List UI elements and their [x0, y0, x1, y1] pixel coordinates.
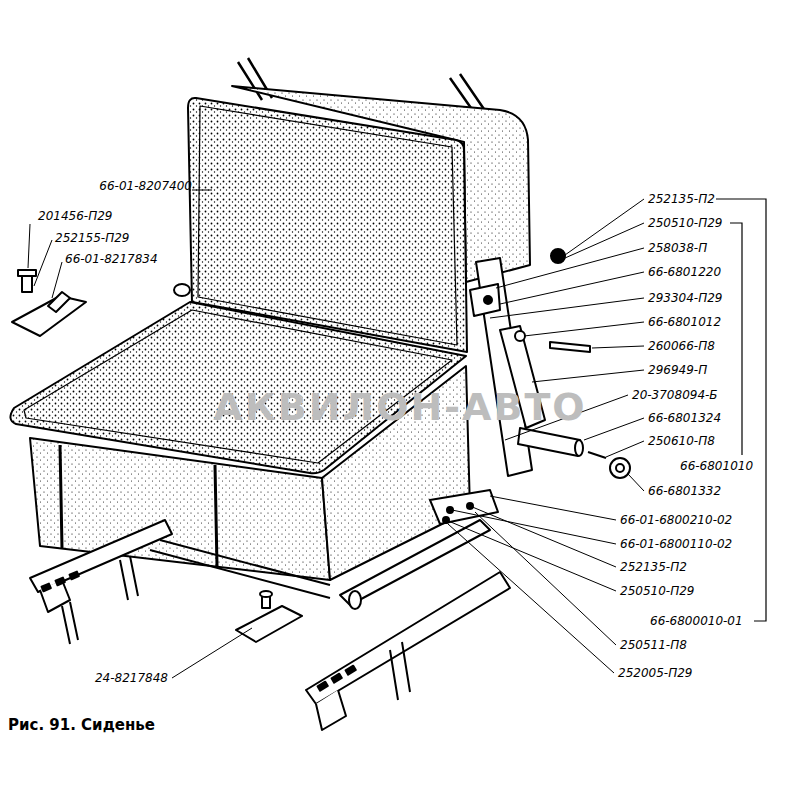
part-number: 20-3708094-Б	[632, 387, 718, 403]
part-number: 250610-П8	[648, 433, 715, 449]
part-number: 258038-П	[648, 240, 707, 256]
watermark: АКВИЛОН-АВТО	[213, 385, 586, 429]
part-number: 66-6801010	[680, 458, 753, 474]
part-number: 66-01-8217834	[65, 251, 158, 267]
part-number: 252005-П29	[618, 665, 692, 681]
group-bracket	[716, 199, 766, 621]
part-number: 252135-П2	[648, 191, 715, 207]
part-number: 201456-П29	[38, 208, 112, 224]
part-number: 66-01-6800210-02	[620, 512, 732, 528]
part-number: 252135-П2	[620, 559, 687, 575]
seat-drawing	[10, 58, 630, 730]
figure-caption: Рис. 91. Сиденье	[8, 715, 155, 735]
part-number: 66-6800010-01	[650, 613, 743, 629]
part-number: 250510-П29	[620, 583, 694, 599]
part-number: 66-01-6800110-02	[620, 536, 732, 552]
leader-lines	[28, 190, 644, 678]
part-number: 293304-П29	[648, 290, 722, 306]
part-number: 252155-П29	[55, 230, 129, 246]
part-number: 66-01-8207400	[99, 178, 192, 194]
part-number: 250511-П8	[620, 637, 687, 653]
part-number: 260066-П8	[648, 338, 715, 354]
part-number: 296949-П	[648, 362, 707, 378]
part-number: 24-8217848	[95, 670, 168, 686]
part-number: 66-6801012	[648, 314, 721, 330]
part-number: 66-6801332	[648, 483, 721, 499]
part-number: 250510-П29	[648, 215, 722, 231]
part-number: 66-6801220	[648, 264, 721, 280]
part-number: 66-6801324	[648, 410, 721, 426]
